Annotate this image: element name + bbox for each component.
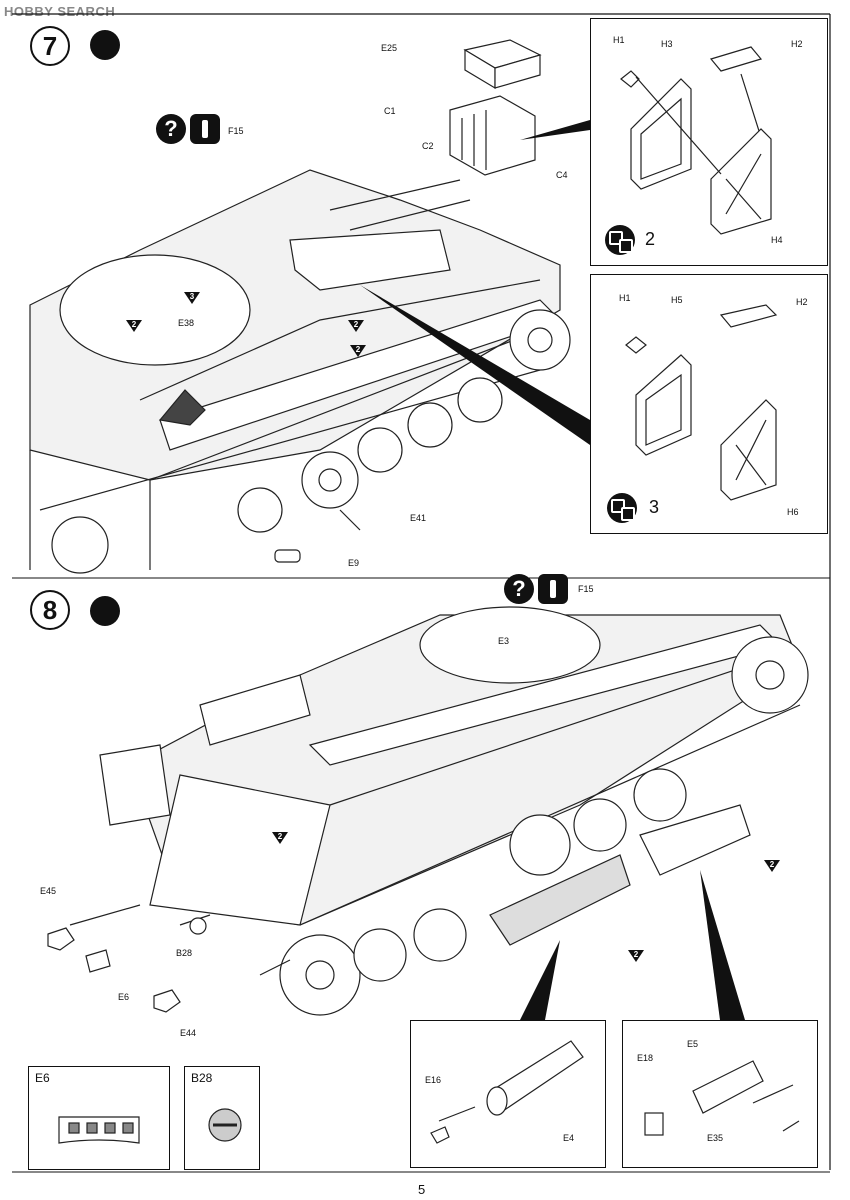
part-box-B28: B28 — [184, 1066, 260, 1170]
placement-tag: 2 — [126, 320, 142, 332]
part-label-B28: B28 — [176, 948, 193, 958]
question-mark-icon: ? — [156, 114, 186, 144]
placement-tag: 3 — [184, 292, 200, 304]
placement-tag: 2 — [350, 345, 366, 357]
part-box-title: E6 — [35, 1071, 50, 1085]
callout-pointers-step7 — [360, 120, 590, 445]
part-E6-drawing — [58, 1116, 140, 1144]
glue-bottle-icon — [90, 596, 120, 626]
detail-box-bracket: E18 E5 E35 — [622, 1020, 818, 1168]
part-label-H6: H6 — [787, 507, 799, 517]
part-label-E9: E9 — [348, 558, 360, 568]
detail-box-variant-3: H1 H5 H2 H6 3 — [590, 274, 828, 534]
jerrycan-stack — [449, 39, 542, 176]
part-label-E4: E4 — [563, 1133, 575, 1143]
part-label-E44: E44 — [180, 1028, 197, 1038]
part-label-E35: E35 — [707, 1133, 724, 1143]
part-label-H2: H2 — [796, 297, 808, 307]
part-box-title: B28 — [191, 1071, 213, 1085]
page-number: 5 — [418, 1182, 426, 1197]
placement-tag: 2 — [348, 320, 364, 332]
question-mark-icon: ? — [504, 574, 534, 604]
muffler-parts — [430, 1040, 584, 1144]
part-label-E41: E41 — [410, 513, 427, 523]
glue-bottle-icon — [90, 30, 120, 60]
watermark: HOBBY SEARCH — [4, 4, 116, 19]
placement-tag: 2 — [628, 950, 644, 962]
decal-option-icon — [605, 225, 635, 255]
part-label-F15: F15 — [228, 126, 244, 136]
part-label-H4: H4 — [771, 235, 783, 245]
part-label-E16: E16 — [425, 1075, 442, 1085]
step-number-8: 8 — [30, 590, 70, 630]
part-label-E5: E5 — [687, 1039, 699, 1049]
part-label-C4: C4 — [556, 170, 568, 180]
part-label-F15: F15 — [578, 584, 594, 594]
part-label-H3: H3 — [661, 39, 673, 49]
info-icon — [190, 114, 220, 144]
placement-tag: 2 — [272, 832, 288, 844]
info-icon — [538, 574, 568, 604]
part-label-E38: E38 — [178, 318, 195, 328]
bracket-parts — [644, 1060, 800, 1136]
part-label-H5: H5 — [671, 295, 683, 305]
detail-box-muffler: E16 E4 — [410, 1020, 606, 1168]
decal-option-icon — [607, 493, 637, 523]
part-box-E6: E6 — [28, 1066, 170, 1170]
part-label-H1: H1 — [613, 35, 625, 45]
part-label-E25: E25 — [381, 43, 398, 53]
tank-illustration-step8 — [69, 606, 809, 1016]
part-label-E18: E18 — [637, 1053, 654, 1063]
jerrycan-parts-h3-h4 — [620, 46, 772, 235]
part-label-E6: E6 — [118, 992, 130, 1002]
detail-box-variant-2: H1 H3 H2 H4 2 — [590, 18, 828, 266]
part-label-E3: E3 — [498, 636, 510, 646]
placement-tag: 2 — [764, 860, 780, 872]
jerrycan-parts-h5-h6 — [625, 304, 778, 501]
tank-illustration-step7 — [29, 169, 571, 574]
part-label-E45: E45 — [40, 886, 57, 896]
part-label-H2: H2 — [791, 39, 803, 49]
variant-number: 2 — [645, 229, 656, 249]
part-label-H1: H1 — [619, 293, 631, 303]
part-B28-drawing — [208, 1108, 242, 1142]
variant-number: 3 — [649, 497, 660, 517]
part-label-C2: C2 — [422, 141, 434, 151]
step-number-7: 7 — [30, 26, 70, 66]
part-label-C1: C1 — [384, 106, 396, 116]
